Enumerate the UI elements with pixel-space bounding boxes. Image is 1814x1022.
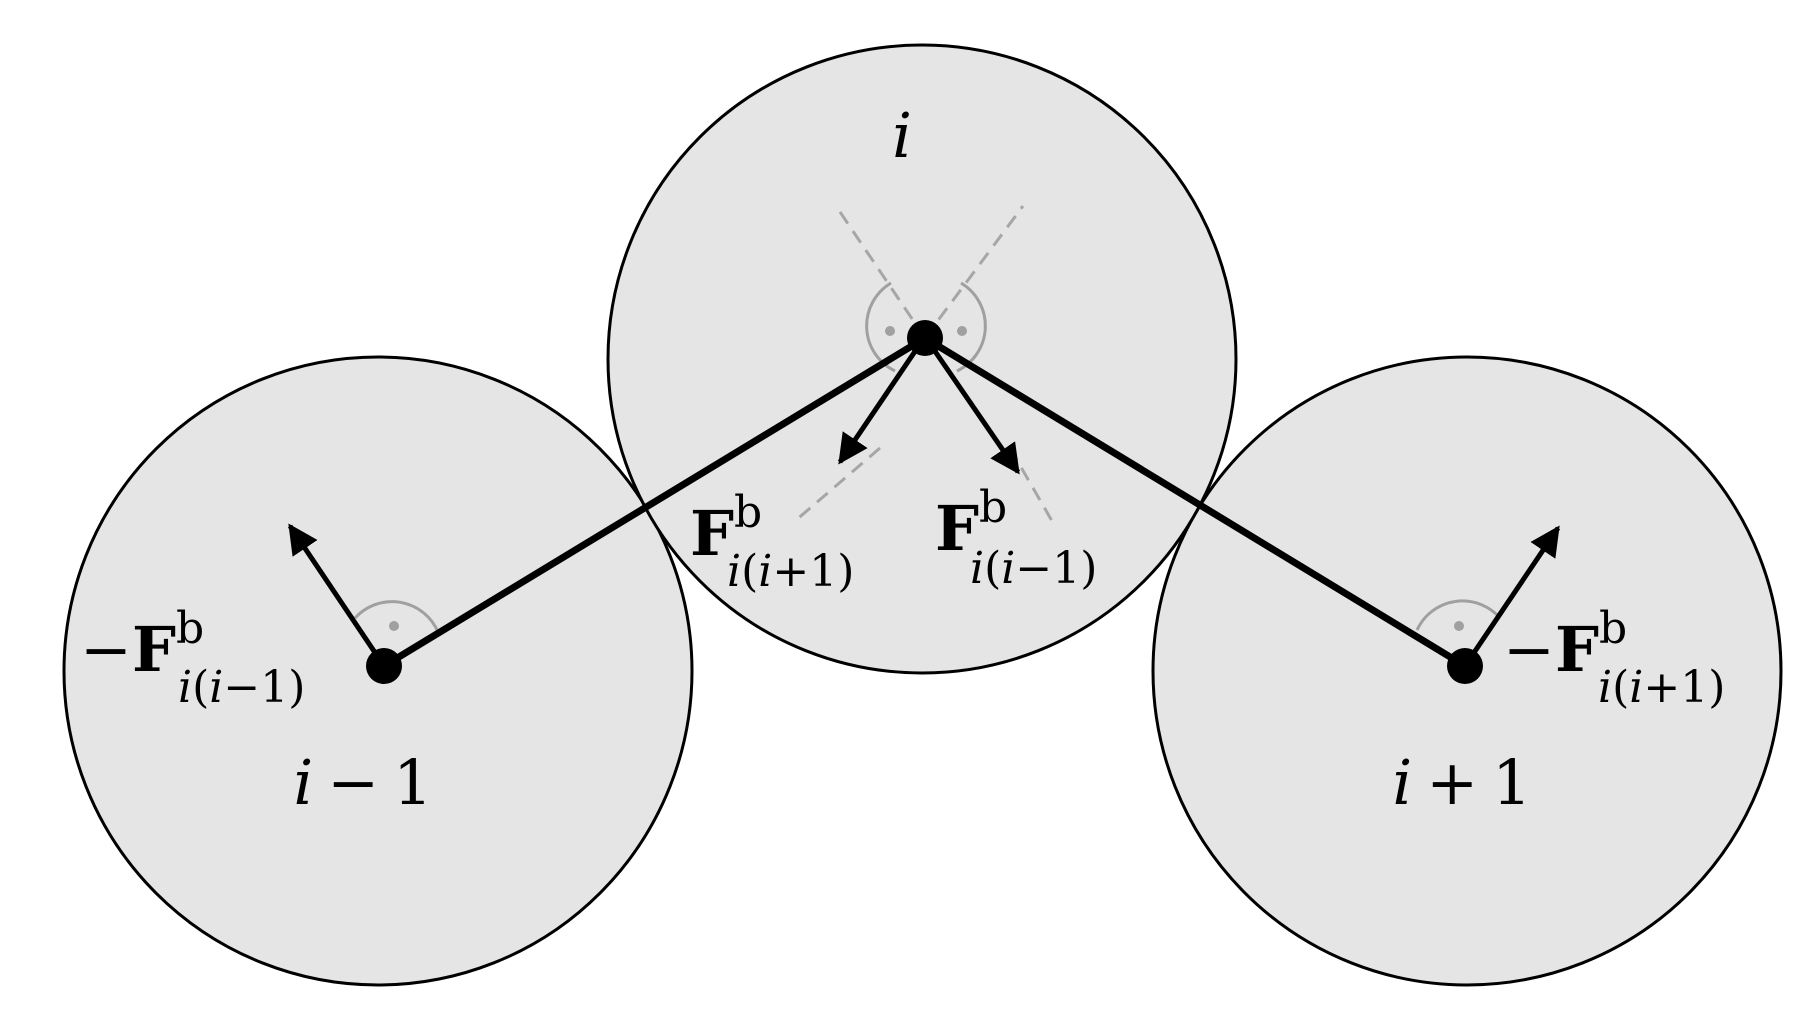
force-arrow-right	[1462, 525, 1561, 668]
node-left	[366, 648, 402, 684]
bead-center	[606, 43, 1238, 675]
svg-text:i(i−1): i(i−1)	[178, 662, 305, 713]
guide-dashed-line-upper-right	[923, 205, 1025, 339]
force-label-center-right: Fb i(i−1)	[935, 482, 1097, 594]
right-angle-mark-left	[353, 600, 440, 633]
node-right	[1447, 648, 1483, 684]
bond-left-to-center	[380, 334, 929, 670]
svg-text:Fb: Fb	[935, 482, 1007, 565]
svg-text:i(i+1): i(i+1)	[1598, 662, 1725, 713]
guide-dashed-line-upper-left	[834, 205, 927, 339]
right-angle-dot-left	[389, 621, 399, 631]
node-center	[907, 320, 943, 356]
force-label-center-left: Fb i(i+1)	[690, 487, 854, 597]
svg-text:Fb: Fb	[690, 487, 762, 570]
force-label-right: −Fb i(i+1)	[1503, 603, 1725, 713]
bead-label-right: i+1	[1392, 746, 1531, 819]
guide-dashed-line-lower-left	[794, 446, 881, 523]
force-label-left: −Fb i(i−1)	[80, 603, 305, 713]
svg-text:i(i−1): i(i−1)	[970, 543, 1097, 594]
svg-text:−Fb: −Fb	[1503, 603, 1627, 686]
bond-center-to-right	[921, 334, 1469, 670]
force-arrow-center-left	[837, 342, 923, 465]
right-angle-mark-right	[1415, 599, 1502, 631]
bead-label-left: i−1	[293, 746, 432, 819]
bead-label-center: i	[892, 99, 912, 172]
right-angle-dot-center-right	[957, 326, 967, 336]
right-angle-dot-center-left	[885, 326, 895, 336]
force-arrow-left	[287, 523, 387, 668]
force-arrow-center-right	[927, 342, 1021, 475]
right-angle-dot-right	[1454, 621, 1464, 631]
svg-text:−Fb: −Fb	[80, 603, 204, 686]
guide-dashed-line-lower-right	[1008, 447, 1054, 522]
svg-text:i(i+1): i(i+1)	[727, 546, 854, 597]
